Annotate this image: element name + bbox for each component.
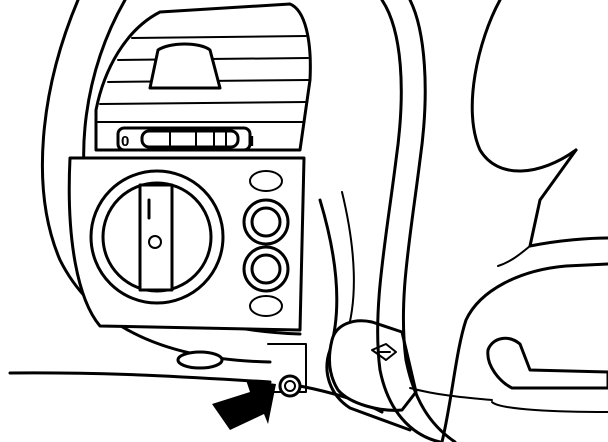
control-stalk: [328, 319, 418, 412]
air-vent-louvres: [97, 35, 309, 123]
headlamp-switch-light-icon: [148, 235, 162, 249]
steering-wheel-rim-outer: [376, 0, 442, 442]
steering-wheel-spoke-lower: [440, 262, 608, 442]
steering-column-inner: [341, 191, 355, 337]
indicator-arrow: [212, 380, 276, 430]
dimmer-min-label: 0: [121, 133, 129, 150]
blank-switch-bottom: [249, 295, 283, 317]
control-stalk-symbol: [371, 343, 397, 361]
blank-switch-top: [249, 170, 283, 192]
push-button-upper: [250, 206, 282, 238]
headlamp-switch-grip: [138, 183, 174, 292]
lower-trim-line: [491, 401, 608, 413]
dimmer-wheel-ribs: [169, 130, 227, 148]
release-knob: [278, 374, 302, 398]
dash-recess: [176, 350, 224, 370]
steering-wheel-rim-inner: [401, 0, 457, 442]
floor-edge-right: [409, 387, 493, 401]
steering-wheel-spoke-edge: [497, 245, 531, 267]
push-button-lower: [250, 253, 282, 285]
air-vent-adjust-tab: [148, 42, 222, 90]
dashboard-lower-edge: [8, 371, 272, 384]
steering-wheel-spoke-face: [528, 148, 608, 248]
steering-wheel-spoke-upper: [470, 0, 578, 173]
dimmer-thumbwheel: [140, 129, 240, 149]
adjustment-lever: [486, 336, 608, 390]
dimmer-max-label: I: [250, 133, 254, 150]
release-knob-center: [284, 380, 296, 392]
dashboard-outer-curve: [40, 0, 272, 364]
